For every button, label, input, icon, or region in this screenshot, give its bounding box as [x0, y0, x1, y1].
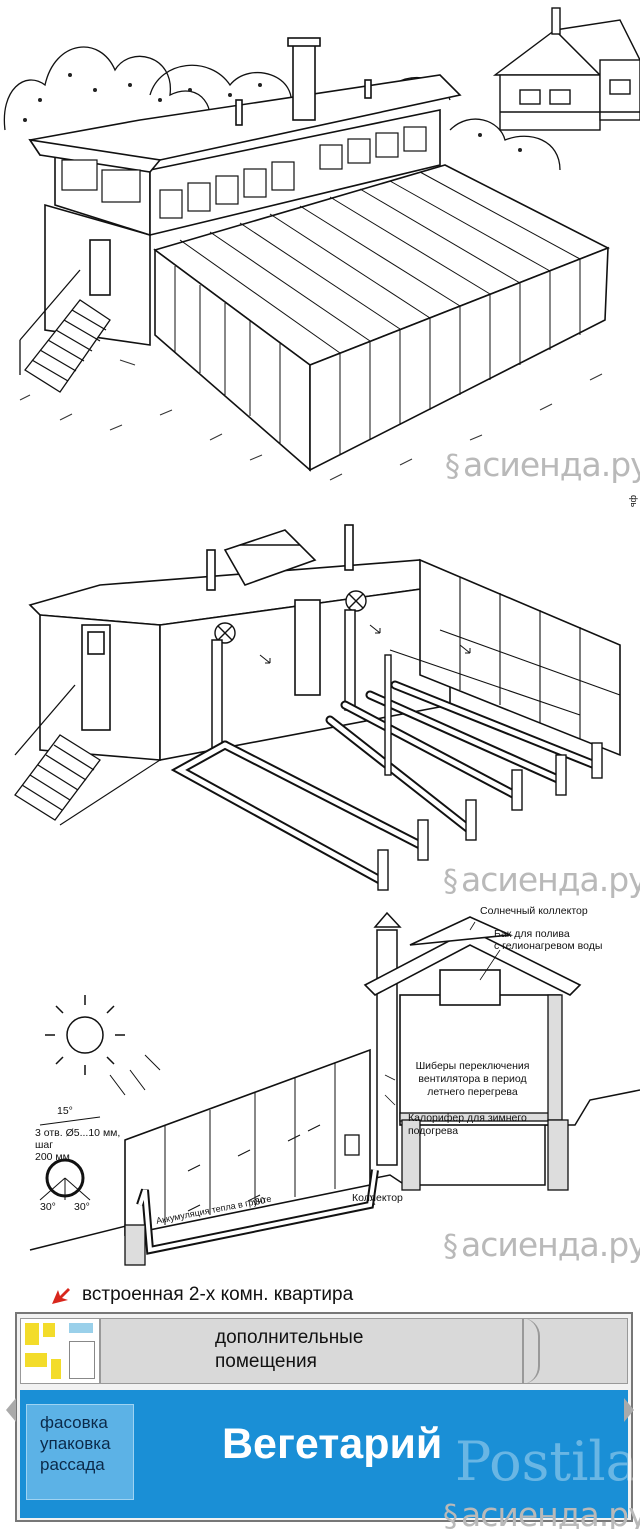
- packing-block: [26, 1404, 134, 1500]
- left-chevron-icon: [6, 1398, 16, 1422]
- floor-plan: встроенная 2-х комн. квартира дополнител…: [0, 1270, 640, 1529]
- greenhouse-house-illustration: §асиенда.ру: [0, 0, 640, 500]
- label-angle-left: 30°: [40, 1201, 56, 1213]
- aux-rooms-block: [100, 1318, 628, 1384]
- leaf-icon: §: [443, 1499, 458, 1529]
- house-greenhouse-drawing: [3, 7, 640, 481]
- apartment-plan: [20, 1318, 100, 1384]
- watermark: §асиенда.ру: [443, 860, 640, 899]
- label-tank: Бак для полива с гелионагревом воды: [494, 928, 603, 952]
- packing-label: фасовка упаковка рассада: [40, 1413, 111, 1474]
- pipe-system-drawing: [14, 524, 621, 891]
- heater-icon: [344, 1134, 360, 1156]
- label-pipe-size: 30: [254, 1195, 266, 1207]
- leaf-icon: §: [443, 1229, 458, 1264]
- label-dampers: Шиберы переключения вентилятора в период…: [415, 1060, 530, 1098]
- watermark: §асиенда.ру: [443, 1495, 640, 1529]
- label-collector: Коллектор: [352, 1192, 403, 1204]
- watermark: §асиенда.ру: [445, 445, 640, 484]
- section-drawing: [29, 911, 640, 1266]
- partition-wall: [522, 1318, 540, 1384]
- label-heater: Калорифер для зимнего подогрева: [408, 1112, 527, 1137]
- apartment-label: встроенная 2-х комн. квартира: [82, 1284, 354, 1305]
- label-angle-right: 30°: [74, 1201, 90, 1213]
- ground-pipe-system-illustration: §асиенда.ру: [0, 505, 640, 905]
- red-arrow-icon: [48, 1284, 70, 1306]
- sun-icon: [45, 995, 125, 1075]
- label-angle-15: 15°: [57, 1105, 73, 1117]
- cross-section-diagram: Солнечный коллектор Бак для полива с гел…: [0, 905, 640, 1270]
- leaf-icon: §: [445, 449, 460, 484]
- watermark: §асиенда.ру: [443, 1225, 640, 1264]
- label-holes: 3 отв. Ø5...10 мм, шаг 200 мм: [35, 1127, 121, 1163]
- aux-rooms-label: дополнительные помещения: [215, 1327, 364, 1372]
- leaf-icon: §: [443, 864, 458, 899]
- right-chevron-icon: [624, 1398, 634, 1422]
- label-solar-collector: Солнечный коллектор: [480, 905, 588, 917]
- postila-watermark: Postila.ru: [455, 1430, 640, 1493]
- vegetarium-label: Вегетарий: [222, 1420, 443, 1468]
